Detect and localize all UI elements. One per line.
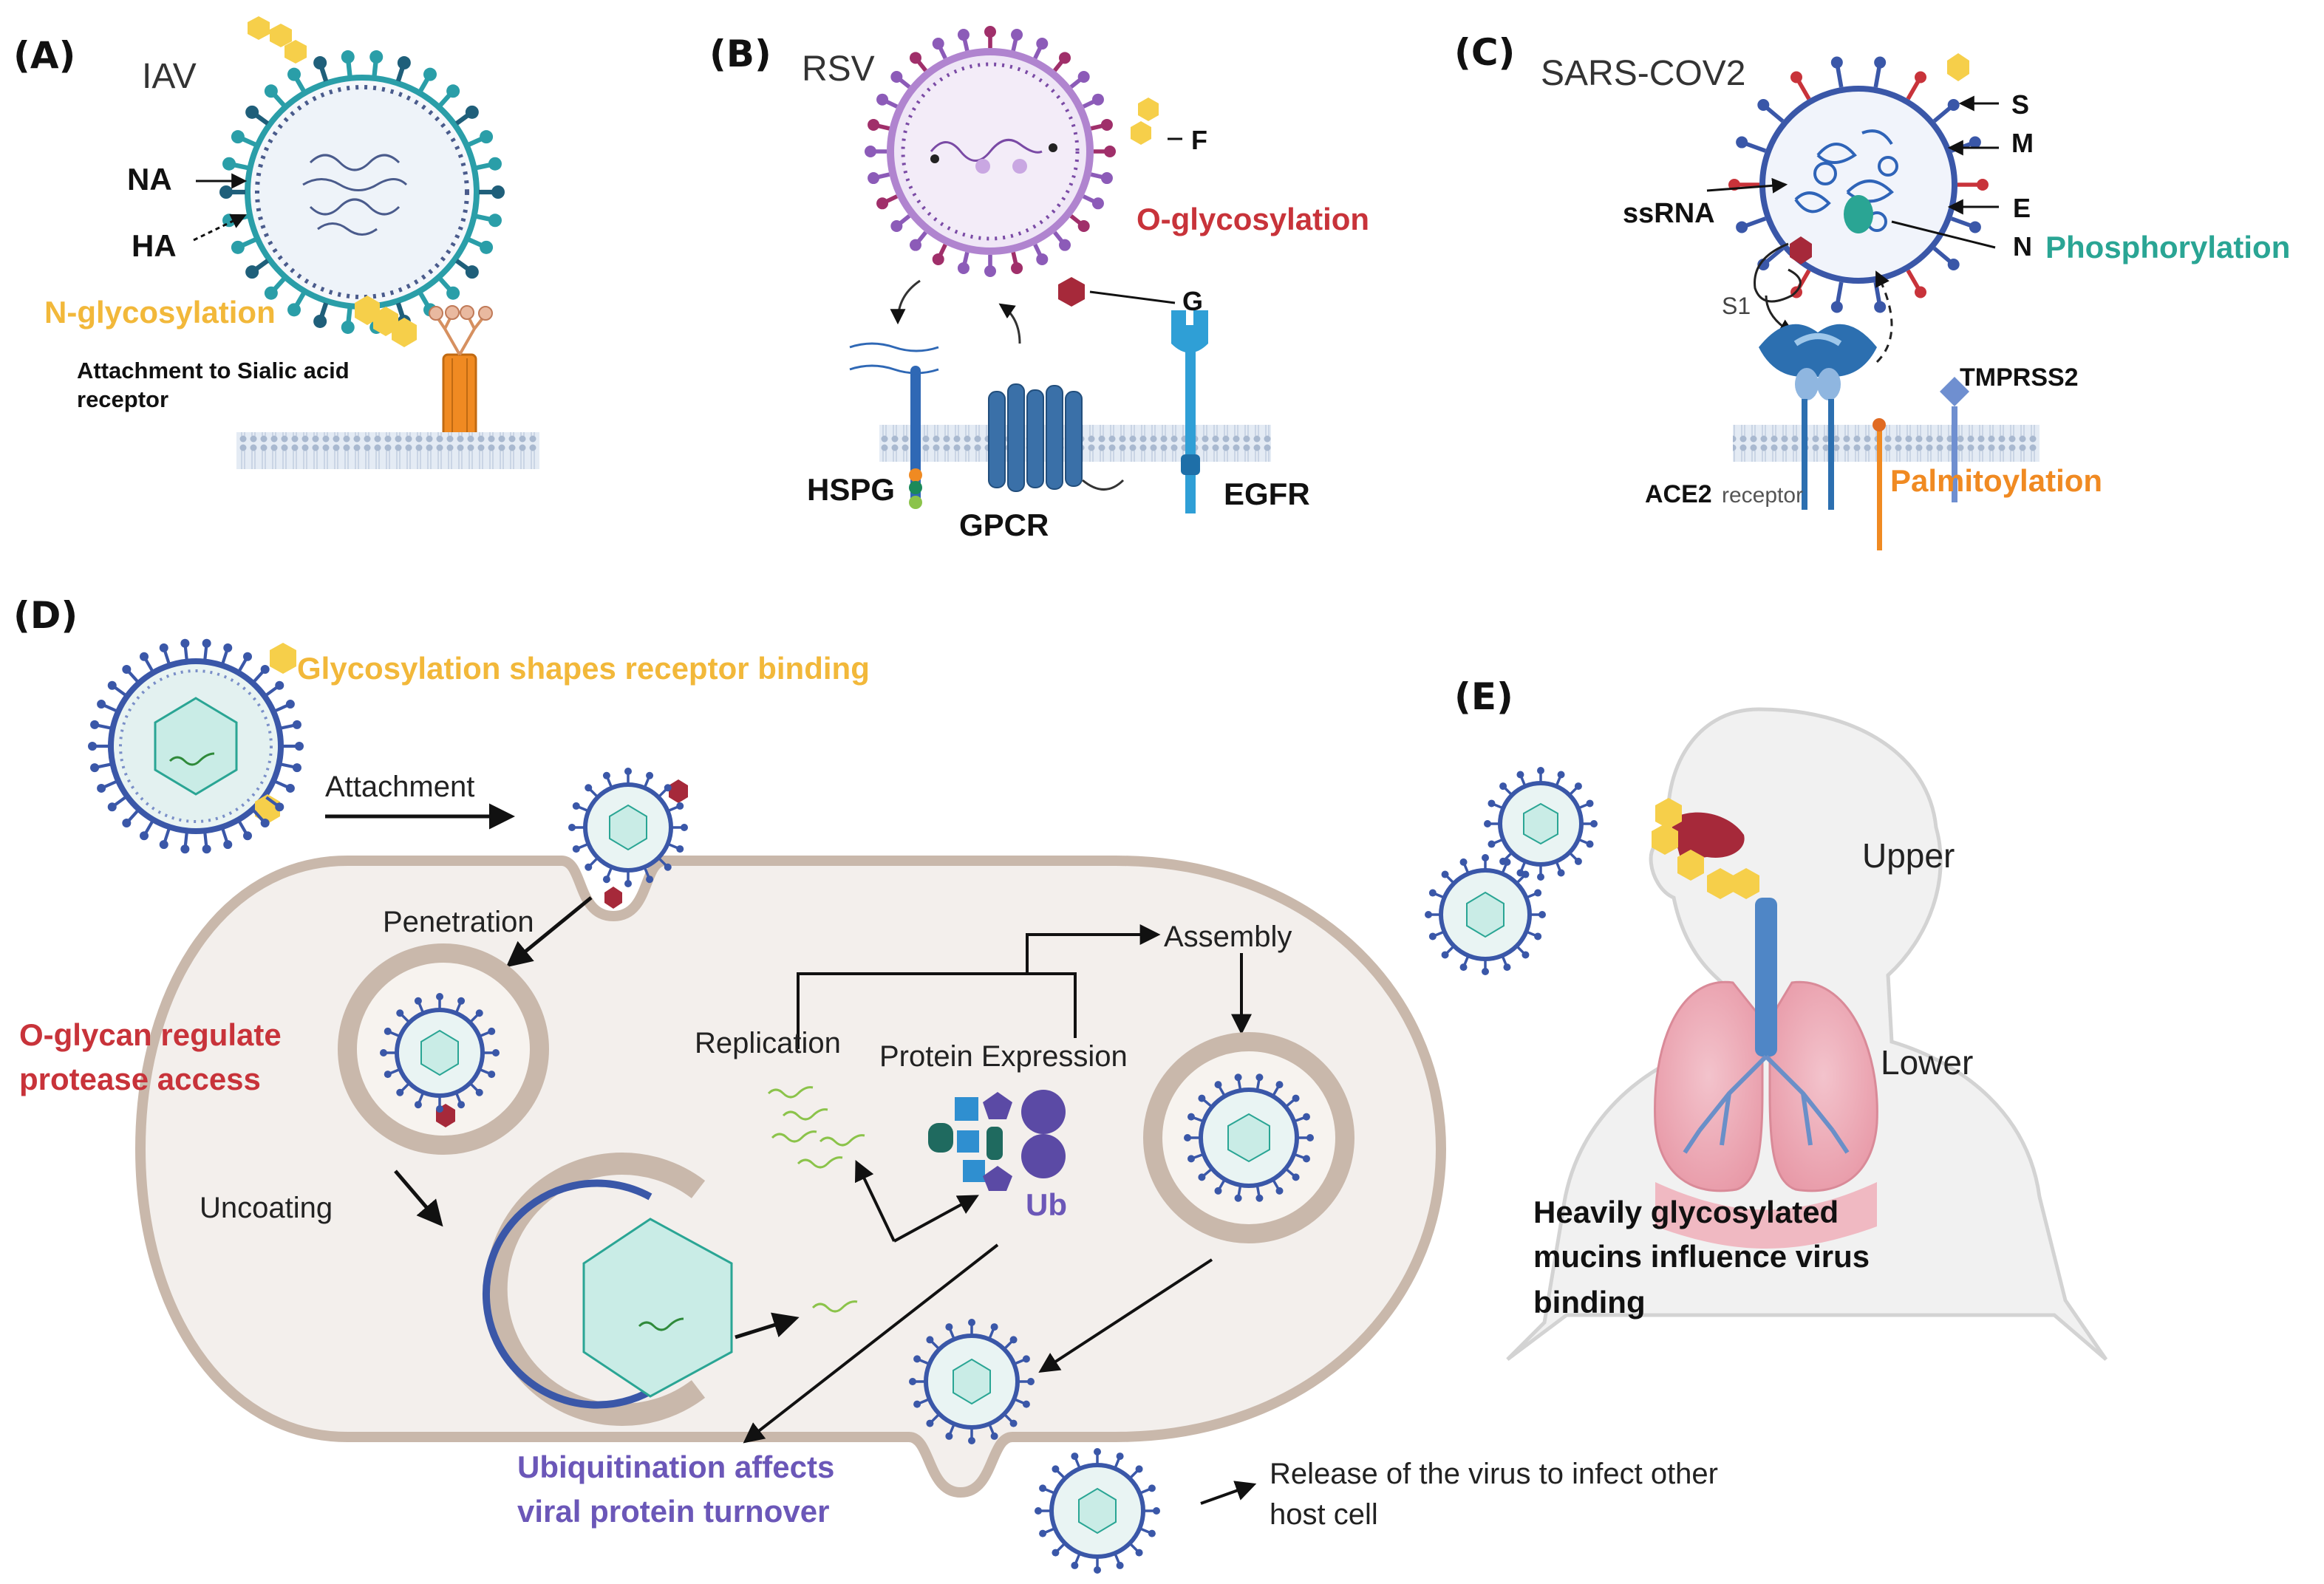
panel-c-art xyxy=(1706,53,2040,550)
palmitoylation-label: Palmitoylation xyxy=(1890,463,2103,498)
replication-rna xyxy=(767,1086,865,1169)
penetration-step: Penetration xyxy=(383,906,534,938)
panel-b-letter: (B) xyxy=(709,33,771,75)
f-protein-label: F xyxy=(1191,125,1207,155)
hspg-receptor xyxy=(849,342,939,509)
uncoating-step: Uncoating xyxy=(200,1192,333,1224)
viral-proteins xyxy=(928,1092,1012,1191)
panel-b-art xyxy=(849,26,1271,513)
palmitoyl-anchor xyxy=(1877,425,1882,550)
egfr-label: EGFR xyxy=(1224,477,1310,511)
ssrna-label: ssRNA xyxy=(1623,198,1715,229)
upper-tract-label: Upper xyxy=(1862,836,1955,875)
oglycan-note-line2: protease access xyxy=(19,1062,261,1096)
membrane-a xyxy=(236,432,539,469)
s1-label: S1 xyxy=(1722,293,1751,319)
virion-attaching xyxy=(583,782,673,873)
ubiquitination-note-line2: viral protein turnover xyxy=(517,1494,830,1529)
rsv-f-glycan xyxy=(1131,98,1159,145)
rna-released xyxy=(811,1300,858,1313)
panel-d-letter: (D) xyxy=(13,594,78,637)
membrane-c xyxy=(1733,425,2040,462)
panel-e-letter: (E) xyxy=(1454,675,1513,718)
endosome-uncoating xyxy=(482,1153,733,1426)
protein-expression-step: Protein Expression xyxy=(879,1040,1128,1073)
virion-released xyxy=(1049,1463,1145,1559)
tmprss2-label: TMPRSS2 xyxy=(1960,363,2079,392)
panel-c-letter: (C) xyxy=(1454,31,1516,74)
panel-d-art xyxy=(88,638,1447,1574)
virion-budding xyxy=(924,1334,1020,1430)
glycan-d-top xyxy=(270,643,296,674)
airborne-virion-2 xyxy=(1439,868,1532,961)
ubiquitin-molecules xyxy=(1021,1090,1066,1178)
rsv-surface-proteins xyxy=(865,26,1116,277)
na-label: NA xyxy=(127,162,172,197)
sialic-acid-receptor xyxy=(429,305,493,445)
panel-e-art xyxy=(1425,707,2108,1361)
rsv-virion xyxy=(887,48,1094,255)
endosome-penetration xyxy=(338,943,549,1155)
iav-surface-proteins xyxy=(219,50,505,334)
lungs xyxy=(1654,980,1878,1249)
receptor-label: receptor xyxy=(1722,483,1804,508)
release-note-line2: host cell xyxy=(1270,1498,1378,1531)
ubiquitin-label: Ub xyxy=(1026,1187,1067,1222)
nasal-cavity xyxy=(1670,812,1745,861)
hspg-label: HSPG xyxy=(807,472,896,507)
ace2-receptor xyxy=(1759,324,1877,510)
panel-e-spikes xyxy=(1425,767,1598,975)
release-note-line1: Release of the virus to infect other xyxy=(1270,1458,1718,1490)
attachment-sialic-line2: receptor xyxy=(77,386,169,412)
rsv-g-glycan xyxy=(1058,277,1085,307)
mucin-note-line1: Heavily glycosylated xyxy=(1533,1195,1839,1229)
rsv-label: RSV xyxy=(802,50,875,89)
ha-label: HA xyxy=(132,228,177,263)
o-glycosylation-label: O-glycosylation xyxy=(1137,202,1370,236)
ubiquitination-note-line1: Ubiquitination affects xyxy=(517,1450,835,1484)
panel-a-art xyxy=(193,16,539,469)
endosome-assembly xyxy=(1143,1032,1354,1243)
lower-tract-label: Lower xyxy=(1881,1043,1974,1082)
egfr-receptor xyxy=(1171,310,1208,513)
mucin-note-line3: binding xyxy=(1533,1285,1646,1320)
sars-cov2-label: SARS-COV2 xyxy=(1541,54,1746,93)
mucin-note-line2: mucins influence virus xyxy=(1533,1239,1870,1274)
iav-label: IAV xyxy=(142,57,197,96)
e-protein-label: E xyxy=(2013,193,2031,223)
airborne-virion-1 xyxy=(1498,781,1584,867)
tmprss2-protease xyxy=(1940,377,1969,502)
iav-virion xyxy=(245,75,480,310)
panel-d-spikes xyxy=(88,638,1314,1574)
assembly-step: Assembly xyxy=(1164,921,1292,953)
attachment-sialic-line1: Attachment to Sialic acid xyxy=(77,358,350,383)
sars-glycan xyxy=(1947,53,1969,81)
glycosylation-receptor-note: Glycosylation shapes receptor binding xyxy=(297,651,870,686)
mucin-glycans xyxy=(1652,798,1759,899)
ace2-label: ACE2 xyxy=(1645,480,1712,508)
gpcr-receptor xyxy=(988,383,1125,492)
iav-glycan-top xyxy=(248,16,307,64)
phosphorylation-label: Phosphorylation xyxy=(2045,230,2291,264)
replication-step: Replication xyxy=(695,1027,841,1059)
trachea xyxy=(1683,898,1850,1154)
attachment-step: Attachment xyxy=(325,771,475,803)
sars-s1-ptm xyxy=(1790,236,1812,264)
panel-a-letter: (A) xyxy=(13,34,76,77)
n-protein-label: N xyxy=(2013,231,2032,262)
gpcr-label: GPCR xyxy=(959,508,1049,542)
iav-glycan-bottom xyxy=(355,296,417,347)
g-protein-label: G xyxy=(1182,286,1204,316)
m-protein-label: M xyxy=(2011,128,2034,158)
s-protein-label: S xyxy=(2011,89,2030,120)
n-glycosylation-label: N-glycosylation xyxy=(44,295,276,330)
oglycan-note-line1: O-glycan regulate xyxy=(19,1017,282,1052)
virion-free xyxy=(108,658,284,834)
sars-virion xyxy=(1759,86,1957,284)
